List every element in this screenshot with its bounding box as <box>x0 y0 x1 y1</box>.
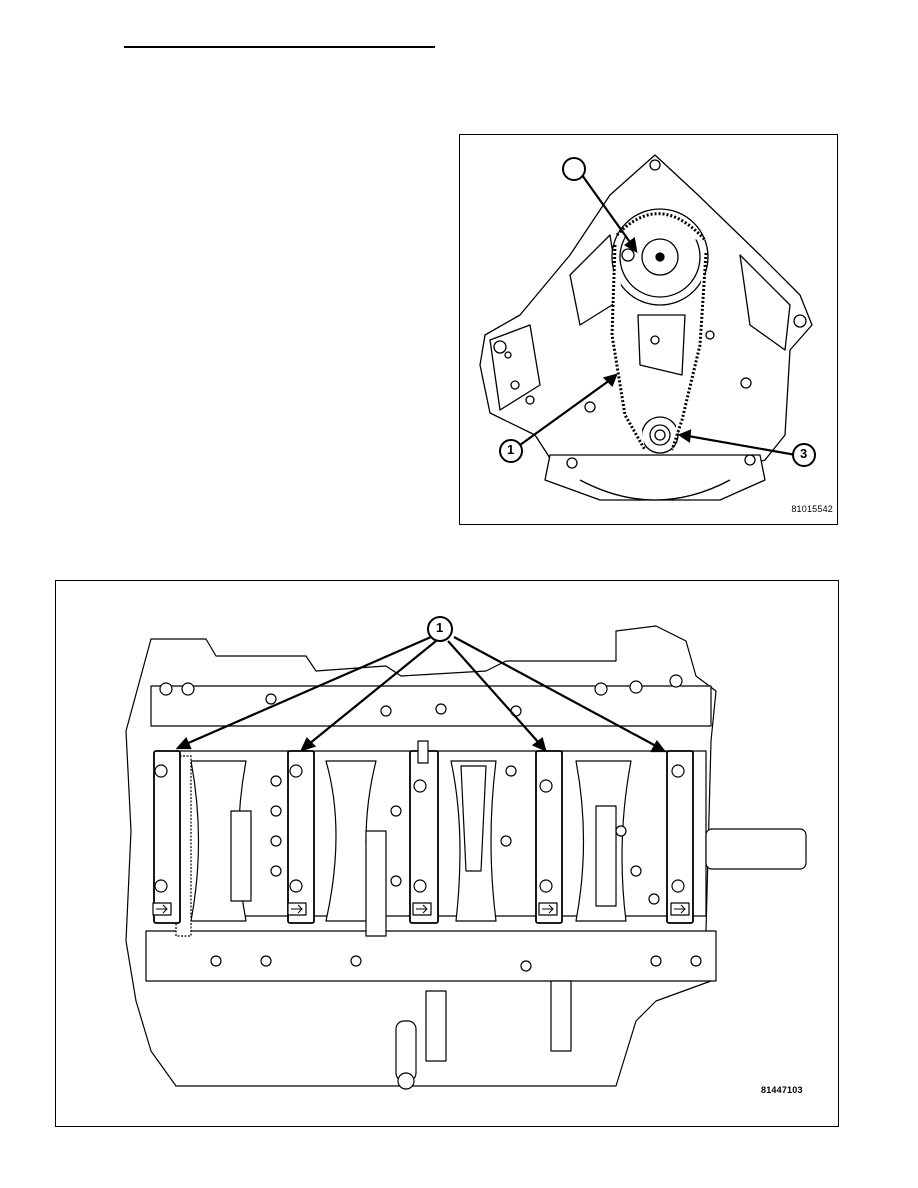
figure-id-label: 81447103 <box>761 1085 803 1095</box>
bearing-caps-figure: 1 81447103 <box>55 580 839 1127</box>
figure-id-label: 81015542 <box>791 504 833 514</box>
section-heading-rule <box>124 46 435 48</box>
callout-3-circle <box>792 443 816 467</box>
callout-1-label: 1 <box>507 442 515 457</box>
callout-2-circle <box>562 157 586 181</box>
timing-chain-figure: 1 3 81015542 <box>459 134 838 525</box>
bearing-caps-illustration <box>125 616 807 1090</box>
callout-1-circle <box>499 439 523 463</box>
callout-3-label: 3 <box>800 446 808 461</box>
callout-1-label: 1 <box>436 620 444 635</box>
timing-chain-illustration <box>479 154 816 501</box>
callout-1-circle <box>427 616 453 642</box>
